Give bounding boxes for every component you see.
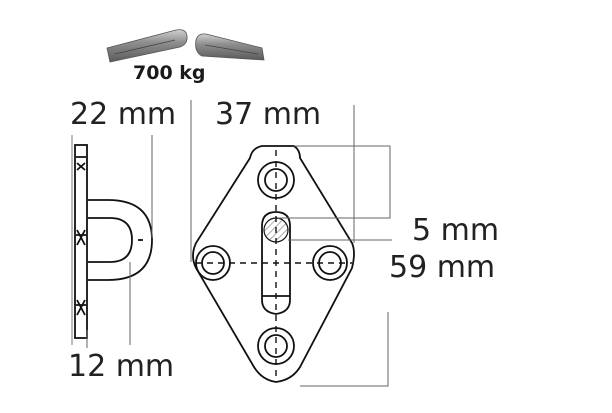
dimension-plate-width: 37 mm: [215, 97, 322, 132]
broken-rope-icon: [106, 29, 265, 63]
dimension-plate-height: 59 mm: [389, 250, 496, 285]
load-capacity-label: 700 kg: [133, 62, 206, 84]
front-view: [192, 145, 355, 383]
center-lines: [196, 150, 352, 380]
side-view: [71, 135, 153, 345]
dimension-wire-diameter: 5 mm: [412, 213, 500, 248]
front-view-dimension-lines: [190, 100, 392, 387]
side-view-dimension-lines: [86, 135, 153, 348]
dimension-loop-depth: 22 mm: [70, 97, 177, 132]
dimension-loop-inner: 12 mm: [68, 349, 175, 384]
